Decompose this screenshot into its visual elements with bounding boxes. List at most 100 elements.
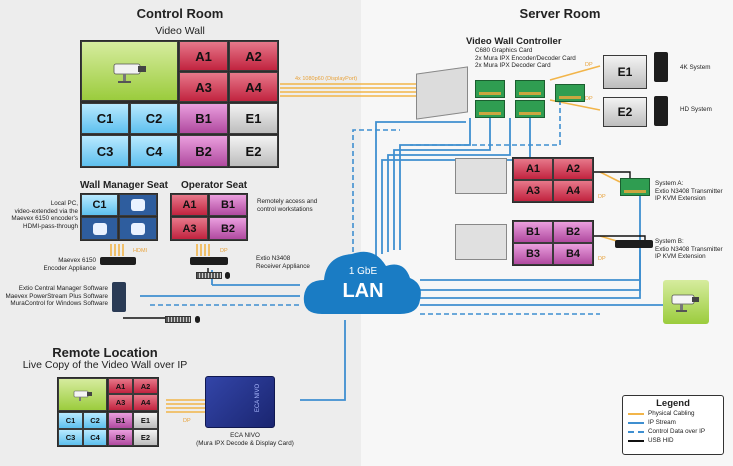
legend-label: Control Data over IP (648, 427, 706, 435)
encoder-card (515, 80, 545, 98)
system-b-label: System B: Extio N3408 Transmitter IP KVM… (655, 238, 733, 261)
app-icon (92, 222, 107, 235)
card-line: 2x Mura IPX Encoder/Decoder Card (475, 54, 576, 62)
wm-tile-c1: C1 (81, 194, 118, 216)
extio-receiver-label: Extio N3408 Receiver Appliance (256, 255, 356, 270)
dp-label-b: DP (598, 256, 606, 262)
wm-app-tile-2 (81, 217, 118, 240)
lan-label: LAN (342, 280, 384, 302)
sa-tile-a4: A4 (553, 180, 593, 202)
software-line: Extio Central Manager Software (18, 285, 108, 292)
rt-tile-a4: A4 (133, 394, 158, 411)
legend-title: Legend (656, 398, 690, 409)
system-line: System A: (655, 180, 684, 187)
system-a-wall: A1 A2 A3 A4 (512, 157, 594, 203)
op-tile-a1: A1 (171, 194, 208, 216)
rt-tile-c3: C3 (58, 429, 83, 446)
operator-seat-label: Operator Seat (181, 180, 248, 191)
legend-label: USB HID (648, 436, 674, 444)
desc-line: video-extended via the (14, 207, 78, 215)
controller-label: Video Wall Controller (466, 36, 562, 47)
system-b-wall: B1 B2 B3 B4 (512, 220, 594, 266)
op-tile-b1: B1 (209, 194, 247, 216)
wm-app-tile (119, 194, 157, 216)
operator-desc: Remotely access and control workstations (257, 198, 357, 213)
eca-nivo-label: ECA NIVO (Mura IPX Decode & Display Card… (195, 432, 295, 447)
system-e2-monitor: E2 (603, 97, 647, 127)
remote-camera-tile (58, 378, 107, 411)
system-hd-label: HD System (680, 106, 712, 113)
decoder-card-2 (515, 100, 545, 118)
video-wall-label: Video Wall (155, 25, 205, 37)
system-a-transmitter (620, 178, 650, 196)
camera-feed-tile (81, 41, 178, 101)
camera-icon (73, 390, 92, 401)
displayport-label: 4x 1080p60 (DisplayPort) (295, 76, 358, 82)
controller-chassis (416, 66, 468, 120)
legend-item-ip-stream: IP Stream (628, 418, 723, 427)
rt-tile-b1: B1 (108, 412, 133, 429)
tile-e2: E2 (229, 135, 278, 167)
rt-tile-e2: E2 (133, 429, 158, 446)
rt-tile-a2: A2 (133, 378, 158, 394)
tile-c3: C3 (81, 135, 129, 167)
legend-label: IP Stream (648, 418, 676, 426)
rt-tile-c2: C2 (83, 412, 107, 429)
rt-tile-a1: A1 (108, 378, 133, 394)
lan-speed: 1 GbE (348, 266, 378, 277)
wall-manager-monitor: C1 (80, 193, 158, 241)
rt-tile-c1: C1 (58, 412, 83, 429)
output-card (555, 84, 585, 102)
wall-manager-seat-label: Wall Manager Seat (80, 180, 168, 191)
ip-camera (663, 280, 709, 324)
rt-tile-a3: A3 (108, 394, 133, 411)
wall-manager-keyboard (165, 316, 191, 323)
eca-nivo-brand: ECA NIVO (254, 383, 261, 413)
server-room-title: Server Room (519, 6, 601, 21)
dp-label-remote: DP (183, 418, 191, 424)
decoder-card (475, 100, 505, 118)
wall-manager-desc: Local PC, video-extended via the Maevex … (6, 200, 78, 230)
legend-item-physical: Physical Cabling (628, 409, 723, 418)
rt-tile-c4: C4 (83, 429, 107, 446)
system-a-label: System A: Extio N3408 Transmitter IP KVM… (655, 180, 733, 203)
system-e1-monitor: E1 (603, 55, 647, 89)
camera-icon (113, 63, 146, 83)
app-icon (131, 222, 145, 235)
tile-a1: A1 (179, 41, 228, 71)
server-tower-hd (654, 96, 668, 126)
sa-tile-a3: A3 (513, 180, 553, 202)
legend-swatch (628, 439, 644, 442)
mouse-icon (195, 316, 200, 323)
tile-b1: B1 (179, 103, 228, 134)
op-tile-a3: A3 (171, 217, 208, 240)
desc-line: Remotely access and (257, 198, 318, 205)
extio-receiver-device (190, 257, 228, 265)
software-line: Maevex PowerStream Plus Software (5, 292, 108, 300)
system-line: Extio N3408 Transmitter (655, 187, 723, 195)
dp-label-hd: DP (585, 96, 593, 102)
tile-c4: C4 (130, 135, 178, 167)
dp-label-a: DP (598, 194, 606, 200)
tile-c2: C2 (130, 103, 178, 134)
tile-a3: A3 (179, 72, 228, 102)
rt-tile-e1: E1 (133, 412, 158, 429)
sb-tile-b1: B1 (513, 221, 553, 243)
mouse-icon (225, 272, 230, 279)
tile-e1: E1 (229, 103, 278, 134)
card-line: 2x Mura IPX Decoder Card (475, 62, 551, 69)
desc-line: control workstations (257, 205, 313, 213)
remote-video-wall: A1 A2 A3 A4 C1 C2 C3 C4 B1 B2 E1 E2 (57, 377, 159, 447)
hdmi-label: HDMI (133, 248, 148, 254)
sb-tile-b4: B4 (553, 243, 593, 265)
legend-swatch (628, 430, 644, 433)
software-line: MuraControl for Windows Software (10, 300, 108, 307)
operator-monitor: A1 B1 A3 B2 (170, 193, 248, 241)
appliance-line: Maevex 6150 (58, 257, 96, 264)
system-4k-label: 4K System (680, 64, 711, 71)
receiver-line: Extio N3408 (256, 255, 291, 262)
tile-c1: C1 (81, 103, 129, 134)
op-tile-b2: B2 (209, 217, 247, 240)
sa-tile-a2: A2 (553, 158, 593, 180)
sa-tile-a1: A1 (513, 158, 553, 180)
